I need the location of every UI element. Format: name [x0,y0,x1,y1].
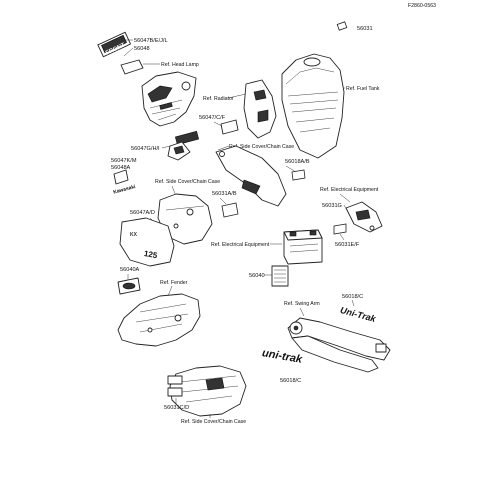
battery [283,229,323,265]
decal-56047c [220,119,239,135]
decal-kx-text: KX [130,232,138,238]
radiator-shroud [243,79,277,139]
part-56031c: 56031C/D [164,405,189,411]
part-56018c-top: 56018/C [342,294,363,300]
label-ref-fuel-tank: Ref. Fuel Tank [346,86,380,92]
part-56048: 56048 [134,46,150,52]
part-56047c: 56047/C/F [199,115,226,121]
part-56018a: 56018A/B [285,159,310,165]
part-56040: 56040 [249,273,265,279]
part-56031a: 56031A/B [212,191,237,197]
decal-56040 [271,265,289,287]
part-56031g: 56031G [322,203,342,209]
unitrak-decal-bottom: uni-trak [261,347,304,366]
kawasaki-decal: Kawasaki [113,169,137,196]
label-ref-head-lamp: Ref. Head Lamp [161,62,199,68]
decal-56048 [120,59,144,75]
label-ref-electrical-right: Ref. Electrical Equipment [320,187,379,193]
decal-56031 [336,21,348,31]
part-56031e: 56031E/F [335,242,360,248]
part-56018c-bottom: 56018/C [280,378,301,384]
label-ref-electrical-center: Ref. Electrical Equipment [211,242,270,248]
part-56040a: 56040A [120,267,140,273]
decal-56018a [291,169,306,181]
part-56031: 56031 [357,26,373,32]
rear-fender [117,293,201,347]
head-lamp-cover [141,71,197,127]
kawasaki-decal-text: Kawasaki [113,184,137,196]
part-56047g: 56047G/H/I [131,146,160,152]
swing-arm [287,317,391,373]
fuel-tank [281,53,345,159]
side-cover-right [215,145,287,207]
decal-56047g [167,130,200,161]
label-ref-fender: Ref. Fender [160,280,188,286]
decal-56040a [117,277,141,295]
figure-code: F2860-0563 [408,3,436,9]
number-plate: 125 KX [119,217,175,267]
decal-56031e [333,223,347,235]
decal-56031c [167,375,183,397]
chain-case [169,365,247,417]
unitrak-decal-top: Uni-Trak [339,305,378,324]
decal-125-text: 125 [143,249,158,260]
front-decal: FRONT [97,31,132,58]
label-ref-side-cover-upper: Ref. Side Cover/Chain Case [229,144,294,150]
label-ref-side-cover-left: Ref. Side Cover/Chain Case [155,179,220,185]
part-56047a: 56047A/D [130,210,155,216]
part-56048a: 56048A [111,165,131,171]
decal-56031a [221,202,239,218]
label-ref-radiator: Ref. Radiator [203,96,234,102]
label-ref-swing-arm: Ref. Swing Arm [284,301,320,307]
part-56047k: 56047K/M [111,158,137,164]
part-56047b: 56047B/E/J/L [134,38,168,44]
label-ref-side-cover-bottom: Ref. Side Cover/Chain Case [181,419,246,425]
electrical-bracket-right [345,201,383,233]
